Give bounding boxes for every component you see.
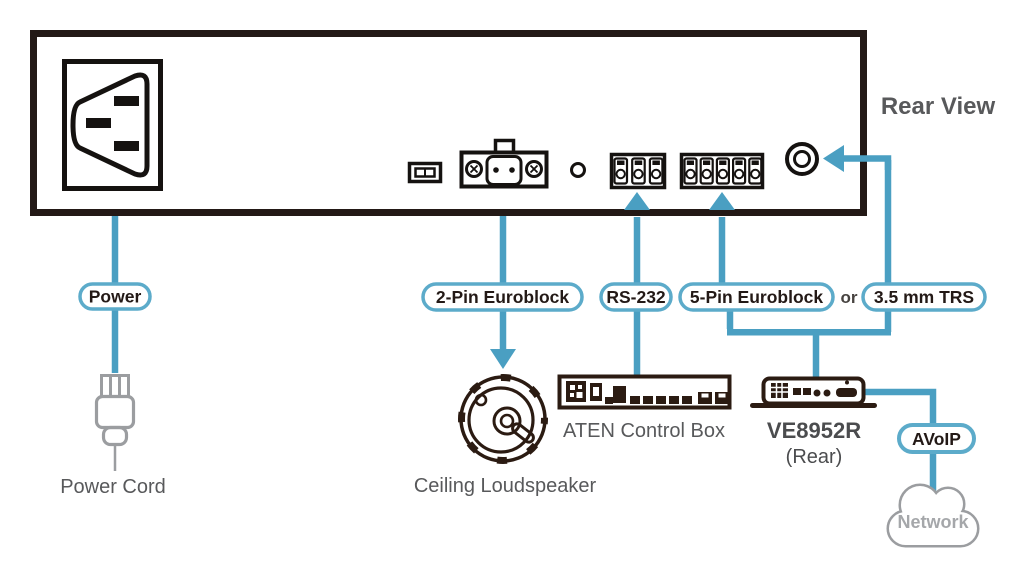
ac-inlet-icon bbox=[62, 59, 163, 191]
rs232-badge-label: RS-232 bbox=[606, 287, 666, 307]
ceiling-loudspeaker-icon bbox=[458, 374, 548, 464]
power-badge bbox=[78, 282, 152, 311]
power-cord-icon bbox=[94, 374, 136, 471]
avoip-badge bbox=[897, 423, 976, 454]
badges: Power 2-Pin Euroblock RS-232 5-Pin Eurob… bbox=[78, 282, 987, 454]
five-pin-badge bbox=[678, 282, 835, 312]
up-arrowhead-five-pin bbox=[709, 192, 735, 210]
left-arrowhead-trs bbox=[823, 145, 844, 172]
network-cloud-icon: Network bbox=[886, 483, 980, 548]
euroblock-trs-junction bbox=[726, 160, 892, 377]
five-pin-euroblock-port-icon bbox=[679, 152, 765, 190]
device-rear-panel bbox=[30, 30, 867, 216]
two-pin-euroblock-port-icon bbox=[459, 138, 549, 189]
reset-hole-icon bbox=[570, 162, 586, 178]
power-cord-label: Power Cord bbox=[60, 476, 166, 498]
five-pin-badge-label: 5-Pin Euroblock bbox=[690, 287, 823, 307]
network-label: Network bbox=[897, 512, 969, 532]
or-label: or bbox=[841, 288, 858, 307]
down-arrowhead-speaker bbox=[490, 349, 516, 369]
rs232-badge bbox=[599, 282, 673, 312]
rs232-port-icon bbox=[609, 152, 667, 190]
ve8952r-icon bbox=[750, 376, 877, 408]
avoip-badge-label: AVoIP bbox=[912, 429, 961, 449]
ve8952r-label: VE8952R bbox=[767, 418, 861, 443]
two-pin-badge bbox=[421, 282, 584, 312]
arrows bbox=[490, 145, 892, 369]
trs-jack-icon bbox=[785, 142, 819, 176]
power-badge-label: Power bbox=[89, 287, 142, 307]
ve8952r-sub-label: (Rear) bbox=[786, 446, 843, 468]
ceiling-loudspeaker-label: Ceiling Loudspeaker bbox=[414, 475, 597, 497]
aten-control-box-icon bbox=[557, 374, 732, 410]
trs-arrow-line bbox=[843, 155, 892, 170]
trs-badge-label: 3.5 mm TRS bbox=[874, 287, 974, 307]
aten-control-box-label: ATEN Control Box bbox=[563, 420, 725, 442]
trs-badge bbox=[861, 282, 987, 312]
up-arrowhead-rs232 bbox=[624, 192, 650, 210]
rear-view-label: Rear View bbox=[881, 93, 996, 120]
switch-icon bbox=[407, 161, 443, 184]
two-pin-badge-label: 2-Pin Euroblock bbox=[436, 287, 569, 307]
